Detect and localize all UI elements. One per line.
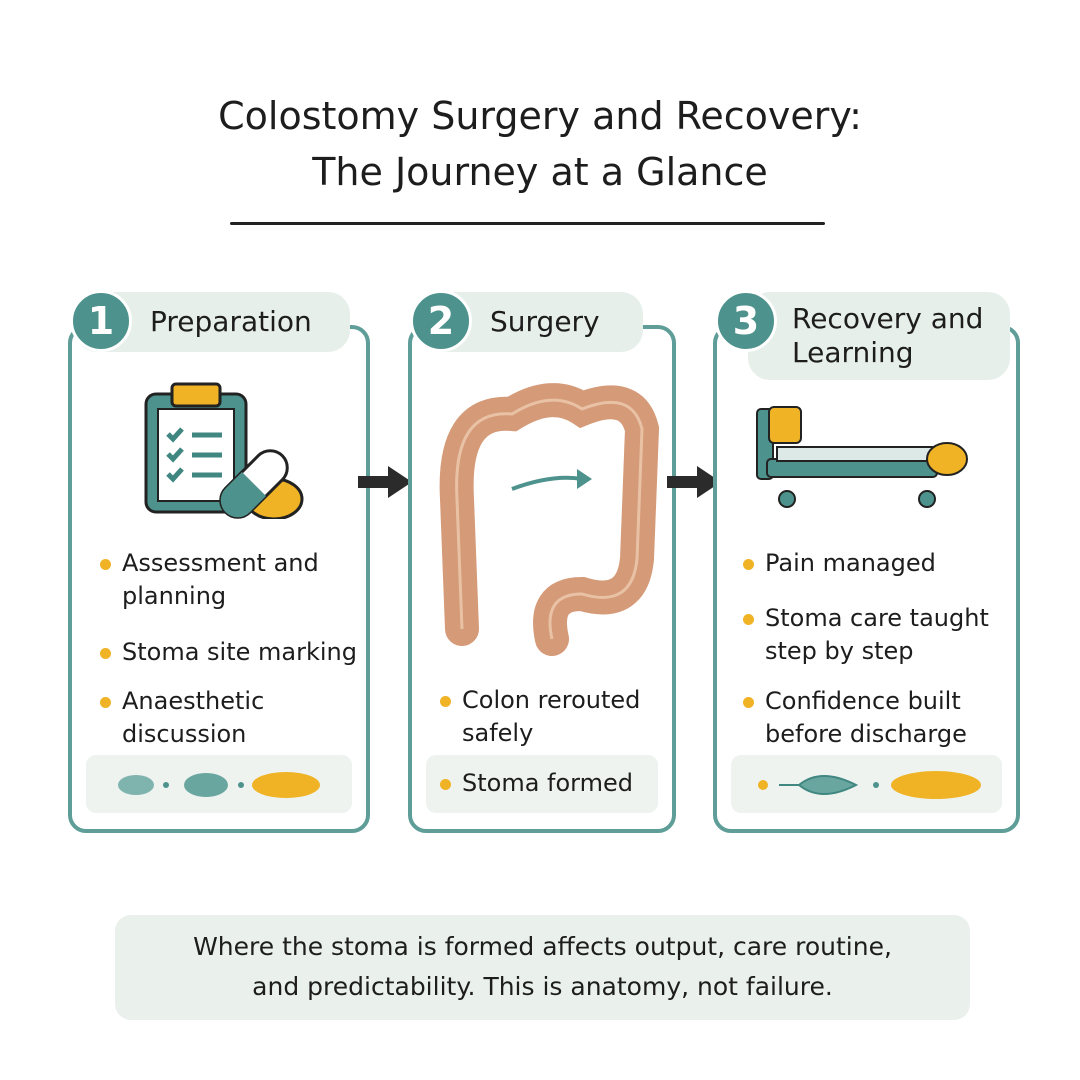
colon-illustration: [439, 383, 660, 656]
stool-consistency-icon: [118, 772, 320, 798]
bullet-item: Confidence built before discharge: [743, 685, 995, 751]
arrow-right-icon: [667, 466, 721, 498]
bullet-item: Colon rerouted safely: [440, 684, 662, 750]
bullet-item: Stoma care taught step by step: [743, 602, 1015, 668]
arrow-right-icon: [358, 466, 412, 498]
footer-strip: Stoma formed: [426, 755, 658, 813]
clipboard-pills-icon: [144, 382, 304, 519]
stoma-bag-output-icon: [758, 771, 981, 799]
step-card-recovery: Pain managed Stoma care taught step by s…: [713, 325, 1020, 833]
step-card-preparation: Assessment and planning Stoma site marki…: [68, 325, 370, 833]
step-number-badge: 1: [70, 290, 132, 352]
bullet-item: Stoma site marking: [100, 636, 372, 669]
bullet-item: Stoma formed: [440, 767, 633, 800]
bullet-item: Assessment and planning: [100, 547, 352, 613]
stoma-output-strip: [731, 755, 1002, 813]
step-header: Recovery and Learning: [748, 292, 1010, 380]
step-number-badge: 3: [715, 290, 777, 352]
bullet-item: Pain managed: [743, 547, 1005, 580]
key-note: Where the stoma is formed affects output…: [115, 915, 970, 1020]
step-card-surgery: Colon rerouted safely Stoma formed: [408, 325, 676, 833]
stoma-output-strip: [86, 755, 352, 813]
bullet-item: Anaesthetic discussion: [100, 685, 322, 751]
page-title: Colostomy Surgery and Recovery:The Journ…: [218, 94, 862, 194]
title-underline: [230, 222, 825, 225]
step-number-badge: 2: [410, 290, 472, 352]
hospital-bed-icon: [756, 406, 968, 508]
